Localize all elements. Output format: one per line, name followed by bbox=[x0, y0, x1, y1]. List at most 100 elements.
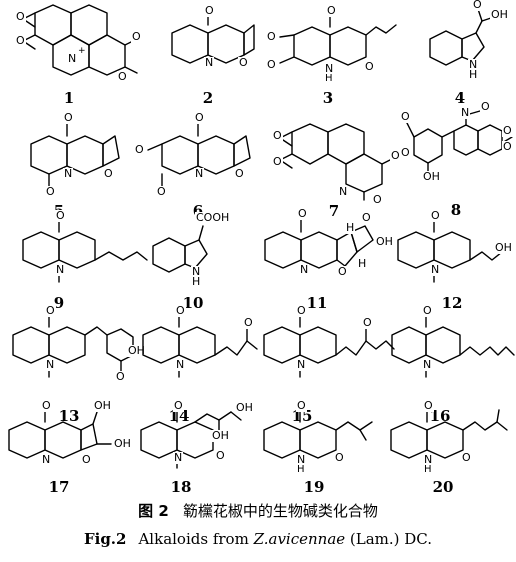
structure-9 bbox=[22, 221, 148, 283]
atom-label: + bbox=[77, 45, 87, 57]
atom-label: N bbox=[204, 56, 215, 69]
atom-label: O bbox=[204, 4, 215, 17]
atom-label: OH bbox=[375, 235, 394, 248]
atom-label: O bbox=[423, 399, 434, 412]
atom-label: N bbox=[338, 185, 349, 198]
compound-3: O O O N H O 3 bbox=[260, 4, 397, 107]
atom-label: O bbox=[115, 370, 126, 383]
atom-label: O bbox=[326, 4, 337, 17]
caption-cn-label: 图 2 bbox=[138, 502, 169, 520]
atom-label: O bbox=[131, 30, 142, 43]
atom-label: N bbox=[55, 263, 66, 276]
atom-label: H bbox=[468, 68, 479, 81]
atom-label: O bbox=[234, 167, 245, 180]
atom-label: H bbox=[191, 275, 202, 288]
compound-number-13: 13 bbox=[58, 407, 80, 425]
atom-label: N bbox=[175, 358, 186, 371]
atom-label: O bbox=[400, 110, 411, 123]
atom-label: N bbox=[296, 358, 307, 371]
structure-16 bbox=[391, 316, 515, 378]
compound-number-11: 11 bbox=[306, 294, 328, 312]
compound-10: COOH N H 10 bbox=[145, 210, 245, 312]
caption-en-species: Z.avicennae bbox=[253, 530, 346, 548]
structure-2 bbox=[171, 12, 255, 64]
caption-en-text-pre: Alkaloids from bbox=[138, 530, 254, 548]
atom-label: N bbox=[324, 62, 335, 75]
atom-label: H bbox=[357, 257, 368, 270]
atom-label: O bbox=[45, 304, 56, 317]
atom-label: O bbox=[117, 70, 128, 83]
compound-14: O O N 14 bbox=[135, 304, 260, 425]
compound-8: O O OH N O O O 8 bbox=[400, 101, 516, 219]
atom-label: H bbox=[296, 464, 306, 476]
compound-9: O N 9 bbox=[15, 210, 148, 312]
structure-1 bbox=[22, 4, 138, 76]
atom-label: O bbox=[364, 60, 375, 73]
atom-label: OH bbox=[490, 8, 509, 21]
atom-label: O bbox=[297, 207, 308, 220]
atom-label: O bbox=[400, 146, 411, 159]
structure-10 bbox=[152, 225, 208, 273]
compound-number-18: 18 bbox=[170, 478, 192, 496]
atom-label: O bbox=[422, 304, 433, 317]
compound-number-7: 7 bbox=[328, 202, 340, 220]
structure-7 bbox=[279, 123, 395, 201]
atom-label: O bbox=[81, 453, 92, 466]
figure-caption-cn: 图 2 簕欓花椒中的生物碱类化合物 bbox=[0, 500, 516, 521]
structure-6 bbox=[147, 123, 251, 187]
atom-label: N bbox=[468, 58, 479, 71]
structure-5 bbox=[30, 123, 120, 187]
atom-label: O bbox=[194, 111, 205, 124]
atom-label: O bbox=[461, 451, 472, 464]
atom-label: O bbox=[266, 30, 277, 43]
caption-cn-text: 簕欓花椒中的生物碱类化合物 bbox=[182, 502, 378, 520]
structure-18 bbox=[140, 411, 242, 469]
atom-label: O bbox=[480, 100, 491, 113]
compound-18: O OH OH N O 18 bbox=[135, 400, 260, 496]
atom-label: O bbox=[45, 185, 56, 198]
structure-20 bbox=[390, 409, 508, 459]
atom-label: H bbox=[423, 464, 433, 476]
caption-en-text-post: (Lam.) DC. bbox=[345, 530, 433, 548]
compound-number-10: 10 bbox=[182, 294, 204, 312]
atom-label: N bbox=[173, 451, 184, 464]
atom-label: H bbox=[345, 221, 356, 234]
atom-label: N bbox=[423, 453, 434, 466]
caption-en-label: Fig.2 bbox=[83, 530, 127, 548]
atom-label: N bbox=[67, 52, 78, 65]
structure-3 bbox=[279, 14, 397, 66]
compound-number-4: 4 bbox=[454, 89, 466, 107]
compound-7: O O N O O 7 bbox=[262, 110, 407, 220]
compound-number-17: 17 bbox=[48, 478, 70, 496]
compound-13: O N OH O 13 bbox=[5, 304, 146, 425]
compound-1: O O N + O O 1 bbox=[5, 4, 145, 107]
atom-label: O bbox=[103, 167, 114, 180]
compound-number-2: 2 bbox=[202, 89, 214, 107]
figure-caption-en: Fig.2 Alkaloids from Z.avicennae (Lam.) D… bbox=[0, 530, 516, 548]
atom-label: N bbox=[191, 265, 202, 278]
atom-label: O bbox=[430, 209, 441, 222]
atom-label: O bbox=[337, 265, 348, 278]
atom-label: O bbox=[41, 399, 52, 412]
atom-label: O bbox=[361, 211, 372, 224]
atom-label: O bbox=[502, 140, 513, 153]
atom-label: O bbox=[175, 304, 186, 317]
atom-label: N bbox=[41, 453, 52, 466]
atom-label: OH bbox=[235, 401, 254, 414]
atom-label: O bbox=[362, 316, 373, 329]
atom-label: OH bbox=[113, 437, 132, 450]
atom-label: O bbox=[272, 129, 283, 142]
atom-label: O bbox=[372, 193, 383, 206]
atom-label: N bbox=[299, 263, 310, 276]
atom-label: O bbox=[15, 34, 26, 47]
atom-label: OH bbox=[494, 241, 513, 254]
atom-label: O bbox=[15, 10, 26, 23]
compound-number-1: 1 bbox=[63, 89, 75, 107]
compound-number-8: 8 bbox=[450, 201, 462, 219]
atom-label: N bbox=[430, 263, 441, 276]
compound-2: O N O 2 bbox=[150, 4, 255, 107]
atom-label: O bbox=[272, 155, 283, 168]
atom-label: OH bbox=[93, 399, 112, 412]
atom-label: O bbox=[215, 449, 226, 462]
